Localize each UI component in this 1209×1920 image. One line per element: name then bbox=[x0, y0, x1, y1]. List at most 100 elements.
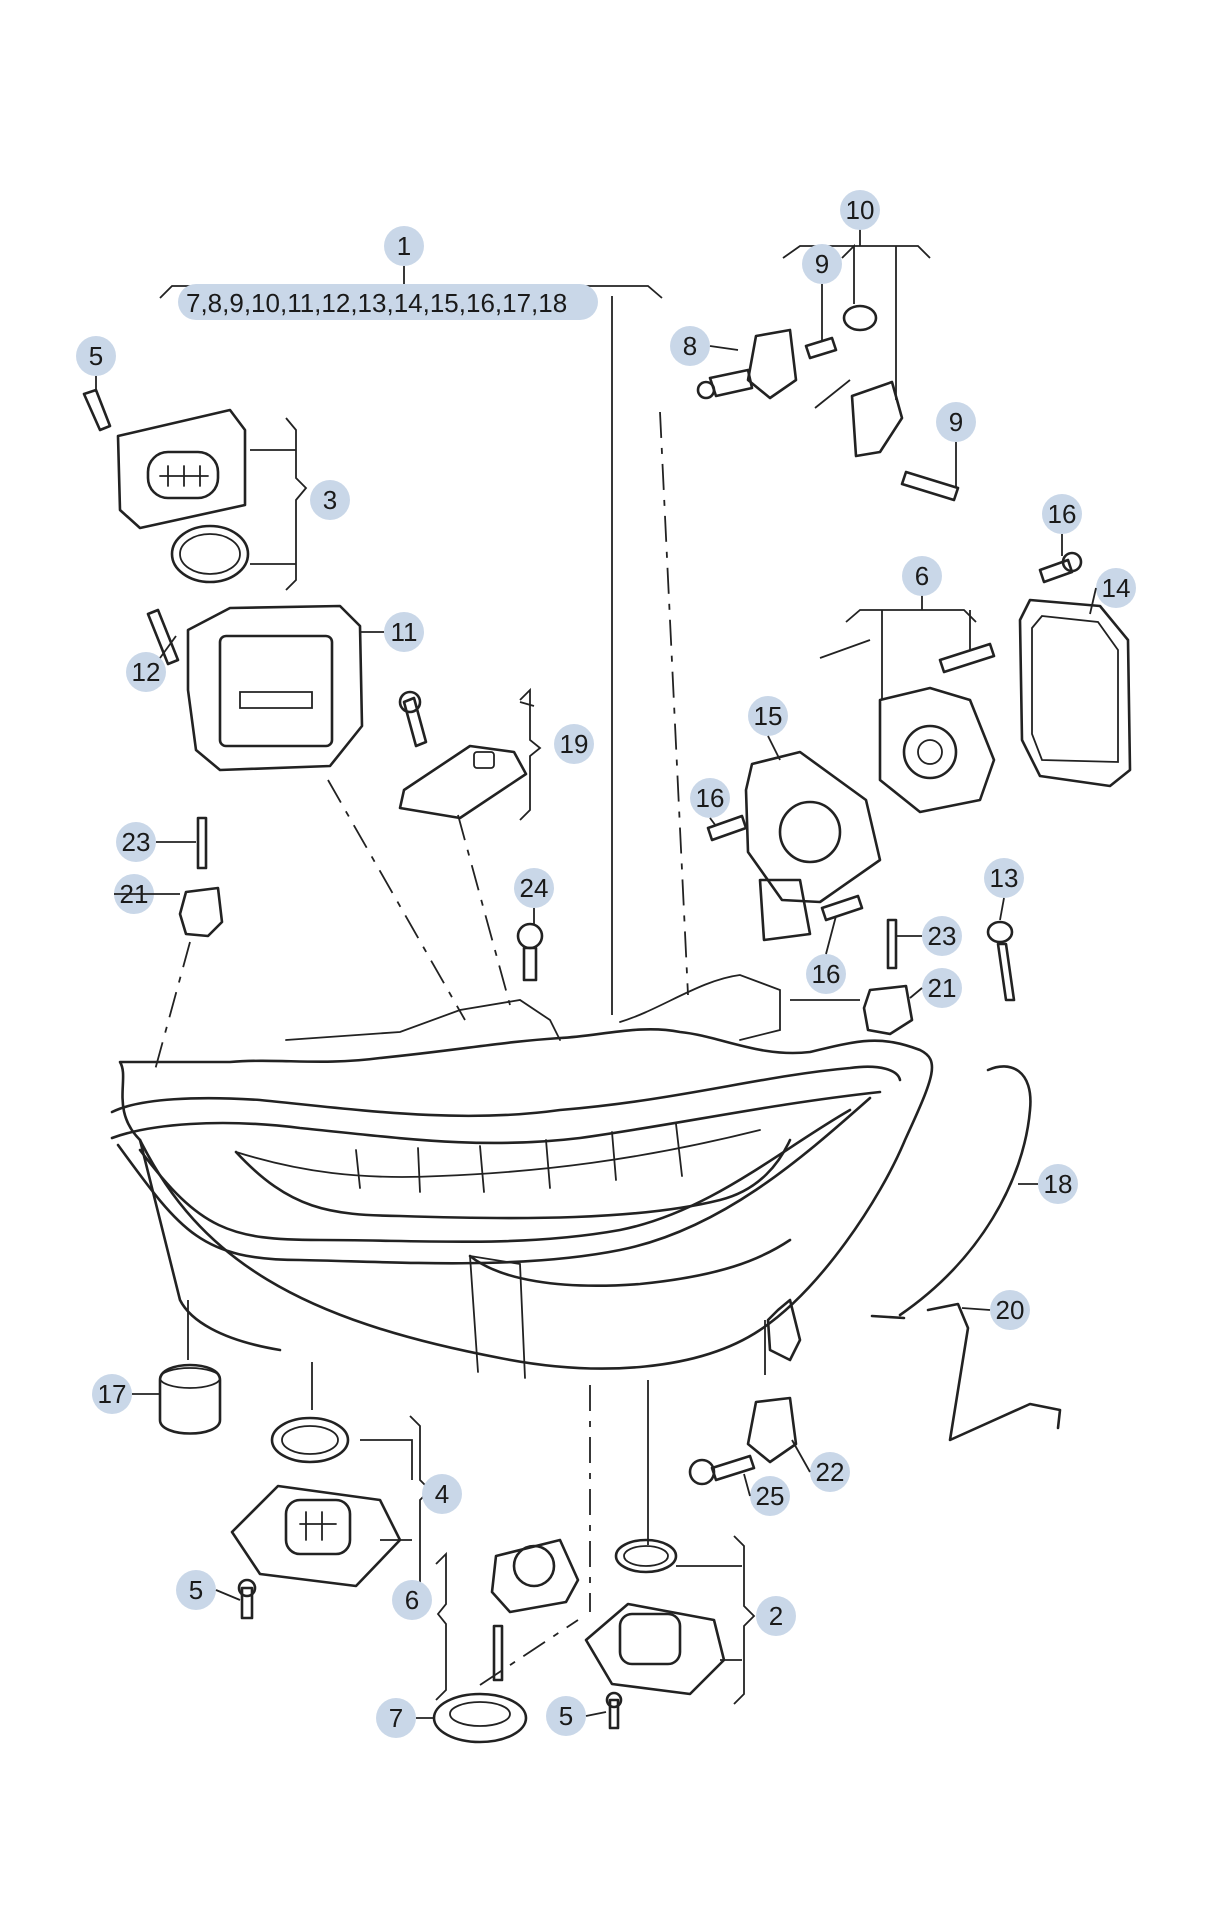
label-14[interactable]: 14 bbox=[1096, 568, 1136, 608]
headlight-housing bbox=[110, 974, 934, 1379]
svg-text:18: 18 bbox=[1044, 1169, 1073, 1199]
cap-7 bbox=[432, 1692, 528, 1744]
svg-text:23: 23 bbox=[122, 827, 151, 857]
seal-13 bbox=[986, 920, 1016, 1002]
svg-text:22: 22 bbox=[816, 1457, 845, 1487]
adapter-6-top bbox=[878, 642, 996, 814]
svg-text:23: 23 bbox=[928, 921, 957, 951]
adjuster-21-right bbox=[862, 918, 914, 1036]
label-22[interactable]: 22 bbox=[810, 1452, 850, 1492]
svg-text:14: 14 bbox=[1102, 573, 1131, 603]
screw-9-top bbox=[804, 336, 838, 360]
label-13[interactable]: 13 bbox=[984, 858, 1024, 898]
label-25[interactable]: 25 bbox=[750, 1476, 790, 1516]
label-11[interactable]: 11 bbox=[384, 612, 424, 652]
svg-text:5: 5 bbox=[189, 1575, 203, 1605]
svg-text:3: 3 bbox=[323, 485, 337, 515]
svg-text:16: 16 bbox=[1048, 499, 1077, 529]
label-15[interactable]: 15 bbox=[748, 696, 788, 736]
clip-10 bbox=[842, 304, 904, 458]
screw-16-top bbox=[1038, 551, 1083, 584]
svg-text:11: 11 bbox=[391, 617, 418, 647]
label-23-left[interactable]: 23 bbox=[116, 822, 156, 862]
label-1[interactable]: 1 bbox=[384, 226, 424, 266]
label-6-bottom[interactable]: 6 bbox=[392, 1580, 432, 1620]
label-5-top-left[interactable]: 5 bbox=[76, 336, 116, 376]
svg-text:16: 16 bbox=[696, 783, 725, 813]
label-8[interactable]: 8 bbox=[670, 326, 710, 366]
label-23-right[interactable]: 23 bbox=[922, 916, 962, 956]
label-9-top[interactable]: 9 bbox=[802, 244, 842, 284]
label-5-bottom-left[interactable]: 5 bbox=[176, 1570, 216, 1610]
group-brackets bbox=[250, 226, 977, 1705]
hose-20 bbox=[926, 1302, 1062, 1442]
svg-text:13: 13 bbox=[990, 863, 1019, 893]
label-19[interactable]: 19 bbox=[554, 724, 594, 764]
label-21-right[interactable]: 21 bbox=[922, 968, 962, 1008]
svg-text:1: 1 bbox=[397, 231, 411, 261]
cap-17 bbox=[158, 1363, 222, 1435]
svg-text:25: 25 bbox=[756, 1481, 785, 1511]
label-18[interactable]: 18 bbox=[1038, 1164, 1078, 1204]
seal-14 bbox=[1018, 598, 1132, 788]
screw-16-bottom bbox=[820, 894, 864, 922]
label-9-right[interactable]: 9 bbox=[936, 402, 976, 442]
control-unit-top-left bbox=[82, 388, 250, 584]
bracket-15 bbox=[744, 750, 882, 942]
bracket-11 bbox=[146, 604, 364, 772]
wire-18 bbox=[870, 1065, 1032, 1320]
svg-text:6: 6 bbox=[915, 561, 929, 591]
label-4[interactable]: 4 bbox=[422, 1474, 462, 1514]
label-6-top[interactable]: 6 bbox=[902, 556, 942, 596]
svg-text:2: 2 bbox=[769, 1601, 783, 1631]
screw-24 bbox=[516, 922, 544, 982]
label-7[interactable]: 7 bbox=[376, 1698, 416, 1738]
label-5-bottom[interactable]: 5 bbox=[546, 1696, 586, 1736]
adapter-6-bottom bbox=[490, 1538, 580, 1682]
svg-text:17: 17 bbox=[98, 1379, 127, 1409]
svg-text:5: 5 bbox=[89, 341, 103, 371]
svg-text:20: 20 bbox=[996, 1295, 1025, 1325]
svg-text:4: 4 bbox=[435, 1479, 449, 1509]
screw-5-left bbox=[237, 1578, 257, 1620]
label-17[interactable]: 17 bbox=[92, 1374, 132, 1414]
label-10[interactable]: 10 bbox=[840, 190, 880, 230]
svg-text:21: 21 bbox=[928, 973, 957, 1003]
svg-text:6: 6 bbox=[405, 1585, 419, 1615]
svg-text:19: 19 bbox=[560, 729, 589, 759]
label-20[interactable]: 20 bbox=[990, 1290, 1030, 1330]
svg-text:12: 12 bbox=[132, 657, 161, 687]
label-3[interactable]: 3 bbox=[310, 480, 350, 520]
label-16-top-right[interactable]: 16 bbox=[1042, 494, 1082, 534]
label-16-bottom[interactable]: 16 bbox=[806, 954, 846, 994]
control-unit-2 bbox=[584, 1602, 726, 1696]
leader-lines bbox=[154, 296, 871, 1686]
control-unit-4 bbox=[230, 1484, 402, 1588]
svg-text:9: 9 bbox=[815, 249, 829, 279]
badge-leaders bbox=[95, 284, 1097, 1719]
label-12[interactable]: 12 bbox=[126, 652, 166, 692]
label-16-left[interactable]: 16 bbox=[690, 778, 730, 818]
label-24[interactable]: 24 bbox=[514, 868, 554, 908]
svg-text:16: 16 bbox=[812, 959, 841, 989]
actuator-8 bbox=[696, 328, 798, 400]
assembly-part-list: 7,8,9,10,11,12,13,14,15,16,17,18 bbox=[186, 288, 567, 318]
svg-text:7: 7 bbox=[389, 1703, 403, 1733]
svg-text:24: 24 bbox=[520, 873, 549, 903]
screw-9-bottom bbox=[900, 470, 960, 502]
label-2[interactable]: 2 bbox=[756, 1596, 796, 1636]
svg-text:10: 10 bbox=[846, 195, 875, 225]
svg-text:8: 8 bbox=[683, 331, 697, 361]
screw-16-left bbox=[706, 814, 748, 842]
adjuster-21-left bbox=[178, 816, 224, 938]
svg-text:15: 15 bbox=[754, 701, 783, 731]
screw-25 bbox=[688, 1454, 756, 1486]
screw-5-bottom bbox=[605, 1691, 623, 1730]
mount-19 bbox=[398, 690, 528, 820]
svg-text:5: 5 bbox=[559, 1701, 573, 1731]
assembly-bracket: 7,8,9,10,11,12,13,14,15,16,17,18 bbox=[159, 266, 663, 320]
ring-4 bbox=[270, 1416, 350, 1464]
adjuster-22 bbox=[746, 1396, 798, 1464]
ring-2 bbox=[614, 1538, 678, 1574]
